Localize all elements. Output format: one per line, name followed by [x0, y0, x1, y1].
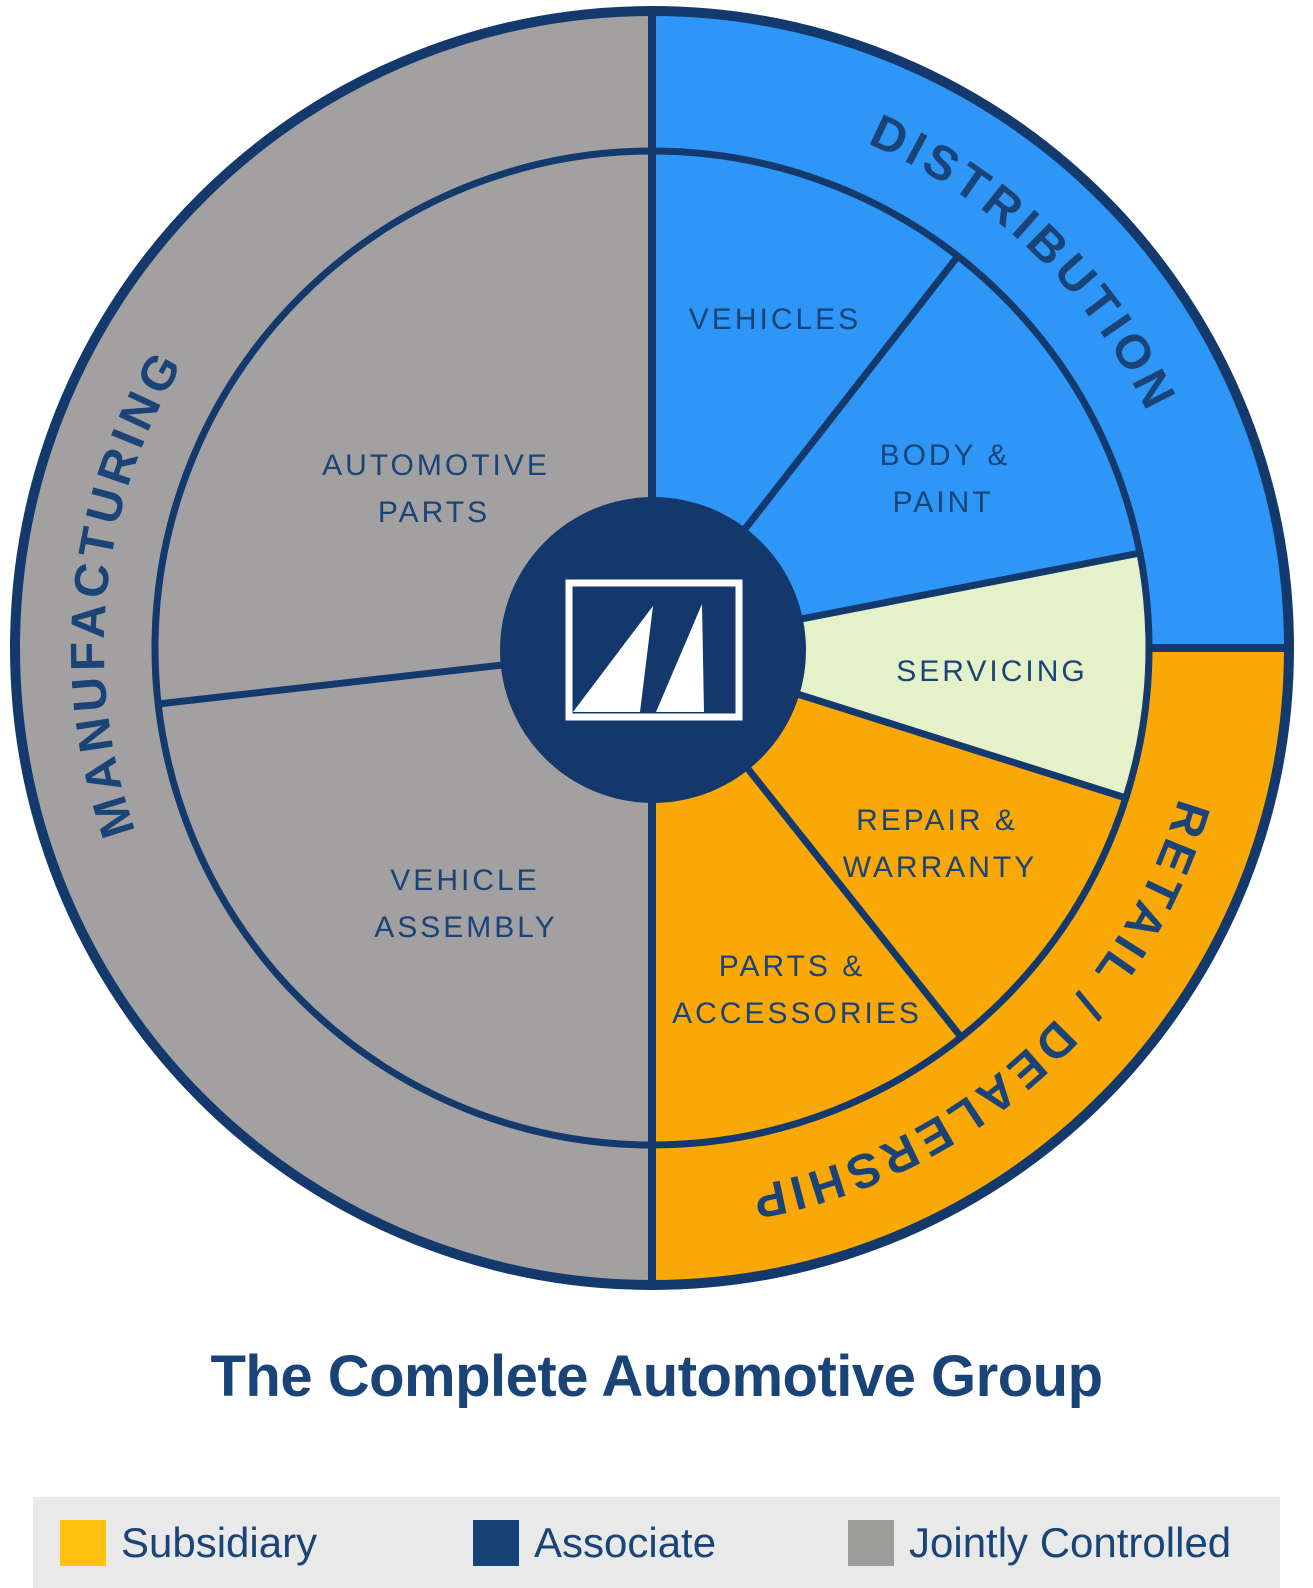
legend-item-jointly-controlled: Jointly Controlled [848, 1497, 1231, 1588]
label-vehicles: VEHICLES [689, 303, 861, 336]
legend-label-subsidiary: Subsidiary [121, 1518, 318, 1566]
logo-frame [565, 579, 743, 721]
sector-body-paint [652, 256, 1140, 648]
legend-item-associate: Associate [473, 1497, 716, 1588]
legend-swatch-jointly-controlled [848, 1519, 894, 1566]
sector-vehicle-assembly [158, 648, 652, 1145]
legend-swatch-associate [473, 1519, 519, 1566]
label-parts-accessories-line2: ACCESSORIES [672, 997, 922, 1030]
label-servicing: SERVICING [896, 655, 1088, 688]
label-automotive-parts-line2: PARTS [378, 496, 490, 529]
legend-label-associate: Associate [534, 1518, 717, 1566]
label-body-paint-line2: PAINT [892, 486, 993, 519]
wheel-diagram: MANUFACTURING DISTRIBUTION RETAIL / DEAL… [10, 6, 1294, 1290]
label-parts-accessories-line1: PARTS & [719, 950, 866, 983]
label-body-paint-line1: BODY & [880, 439, 1011, 472]
m-monogram-icon [565, 579, 743, 721]
label-automotive-parts-line1: AUTOMOTIVE [322, 449, 550, 482]
legend-item-subsidiary: Subsidiary [60, 1497, 317, 1588]
legend-swatch-subsidiary [60, 1519, 106, 1566]
label-vehicle-assembly-line1: VEHICLE [390, 864, 539, 897]
diagram-title: The Complete Automotive Group [210, 1344, 1103, 1409]
sector-servicing [652, 553, 1150, 798]
inner-ring-boundary-circle [151, 147, 1153, 1149]
outer-border-circle [10, 6, 1294, 1290]
logo-m-right-peak [656, 604, 704, 712]
label-repair-warranty-line1: REPAIR & [856, 804, 1018, 837]
legend: Subsidiary Associate Jointly Controlled [33, 1497, 1280, 1588]
hub-circle [500, 497, 806, 803]
label-vehicle-assembly-line2: ASSEMBLY [374, 911, 558, 944]
label-repair-warranty-line2: WARRANTY [843, 851, 1038, 884]
inner-segment-labels: VEHICLES BODY & PAINT SERVICING REPAIR &… [322, 303, 1088, 1030]
logo-m-left-peak [573, 606, 653, 712]
hub [500, 497, 806, 803]
legend-label-jointly-controlled: Jointly Controlled [909, 1518, 1232, 1566]
